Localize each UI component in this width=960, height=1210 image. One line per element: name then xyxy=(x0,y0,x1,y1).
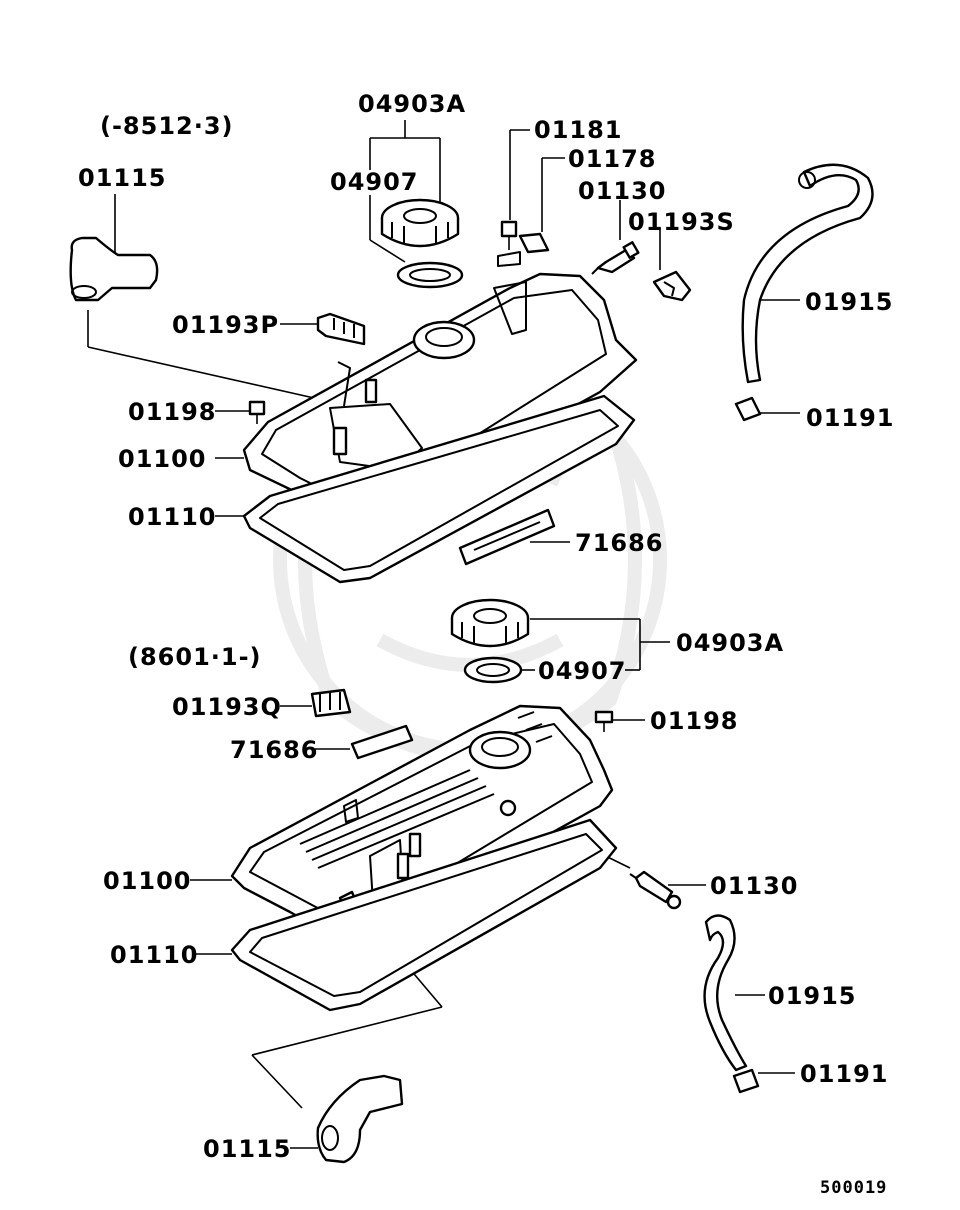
part-label-01193P: 01193P xyxy=(172,311,280,339)
emblem-71686-top xyxy=(458,508,556,566)
part-label-01193S: 01193S xyxy=(628,208,735,236)
sensor-01130-top xyxy=(591,241,640,275)
cap-gasket-top xyxy=(396,261,464,289)
sensor-01130-bottom xyxy=(629,870,682,910)
hose-01915-top xyxy=(741,163,874,384)
gasket-top xyxy=(242,394,636,584)
clamp-01193Q xyxy=(310,688,352,718)
rocker-cover-top xyxy=(242,272,638,520)
bolt-01198-top xyxy=(248,400,266,424)
part-label-01915-bottom: 01915 xyxy=(768,982,857,1010)
part-label-01191-bottom: 01191 xyxy=(800,1060,889,1088)
oil-filler-cap-top xyxy=(380,198,460,248)
part-label-01191-top: 01191 xyxy=(806,404,895,432)
clamp-01191-top xyxy=(734,396,762,422)
part-label-01115-top: 01115 xyxy=(78,164,167,192)
part-label-01178: 01178 xyxy=(568,145,657,173)
part-label-01110-top: 01110 xyxy=(128,503,217,531)
part-label-01198-bottom: 01198 xyxy=(650,707,739,735)
part-label-01130-bottom: 01130 xyxy=(710,872,799,900)
clip-01193S xyxy=(652,270,692,302)
oil-filler-cap-bottom xyxy=(450,598,530,648)
part-label-01181: 01181 xyxy=(534,116,623,144)
clamp-01191-bottom xyxy=(732,1068,760,1094)
bracket-01178 xyxy=(497,232,550,267)
variant-late-label: (8601·1-) xyxy=(128,643,262,671)
hose-01115-top xyxy=(69,236,159,302)
variant-early-label: (-8512·3) xyxy=(100,112,234,140)
bolt-01198-bottom xyxy=(594,710,614,732)
diagram-code: 500019 xyxy=(820,1178,888,1198)
top-assembly xyxy=(69,120,874,584)
part-label-04907-top: 04907 xyxy=(330,168,419,196)
part-label-71686-bottom: 71686 xyxy=(230,736,319,764)
emblem-71686-bottom xyxy=(350,724,414,760)
part-label-01915-top: 01915 xyxy=(805,288,894,316)
part-label-01115-bottom: 01115 xyxy=(203,1135,292,1163)
bolt-01181 xyxy=(500,220,518,250)
part-label-01198-top: 01198 xyxy=(128,398,217,426)
part-label-04907-bottom: 04907 xyxy=(538,657,627,685)
part-label-01130-top: 01130 xyxy=(578,177,667,205)
hose-01915-bottom xyxy=(703,914,748,1072)
part-label-01110-bottom: 01110 xyxy=(110,941,199,969)
part-label-71686-top: 71686 xyxy=(575,529,664,557)
part-label-01100-top: 01100 xyxy=(118,445,207,473)
gasket-bottom xyxy=(230,818,618,1012)
part-label-01100-bottom: 01100 xyxy=(103,867,192,895)
part-label-04903A-bottom: 04903A xyxy=(676,629,785,657)
clamp-01193P xyxy=(316,312,366,346)
bottom-assembly xyxy=(190,598,795,1164)
part-label-01193Q: 01193Q xyxy=(172,693,282,721)
hose-01115-bottom xyxy=(316,1074,404,1164)
top-leader-lines xyxy=(87,120,800,543)
cap-gasket-bottom xyxy=(463,656,523,684)
part-label-04903A-top: 04903A xyxy=(358,90,467,118)
